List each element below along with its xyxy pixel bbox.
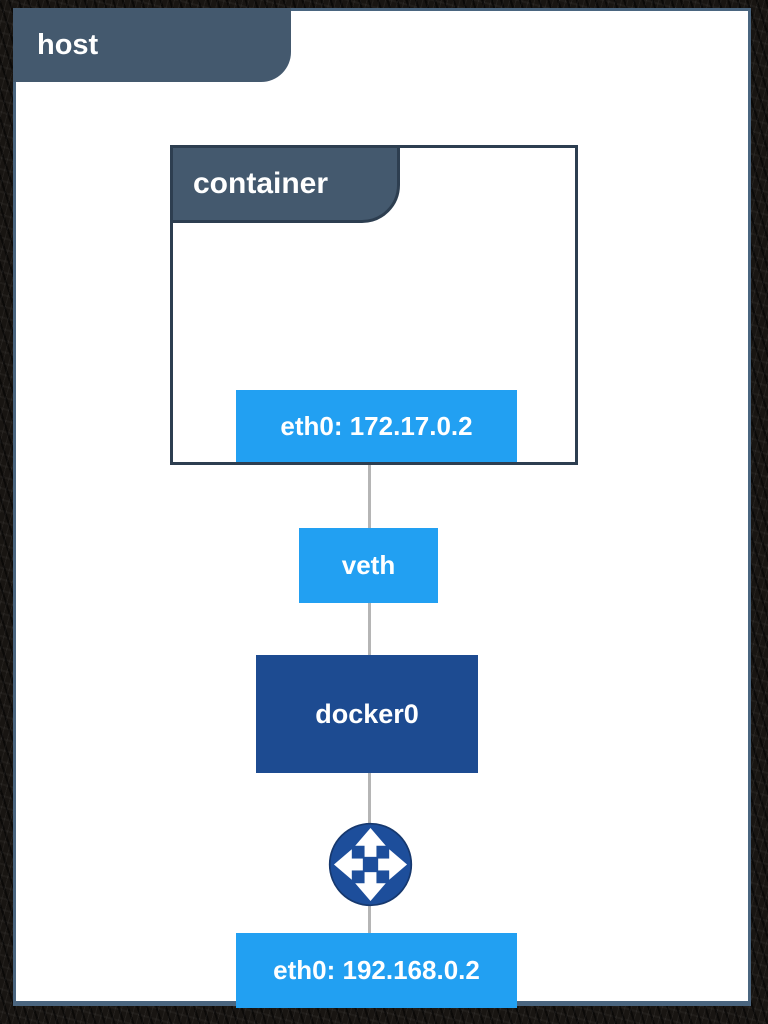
router-arrow-right xyxy=(389,849,408,880)
node-docker0: docker0 xyxy=(256,655,478,773)
router-arrow-down xyxy=(355,883,386,902)
router-icon xyxy=(328,822,413,907)
docker0-label: docker0 xyxy=(315,698,419,729)
host-label: host xyxy=(37,28,99,61)
node-container-eth0: eth0: 172.17.0.2 xyxy=(236,390,517,462)
host-eth0-label: eth0: 192.168.0.2 xyxy=(273,955,480,985)
container-eth0-label: eth0: 172.17.0.2 xyxy=(280,410,473,441)
router-center-square xyxy=(362,856,379,873)
container-tab: container xyxy=(170,145,400,223)
node-veth: veth xyxy=(299,528,438,603)
container-label: container xyxy=(193,167,329,200)
router-arrow-up xyxy=(355,827,386,846)
host-tab: host xyxy=(13,8,291,82)
node-host-eth0: eth0: 192.168.0.2 xyxy=(236,933,517,1008)
veth-label: veth xyxy=(341,550,396,580)
router-arrow-left xyxy=(333,849,352,880)
